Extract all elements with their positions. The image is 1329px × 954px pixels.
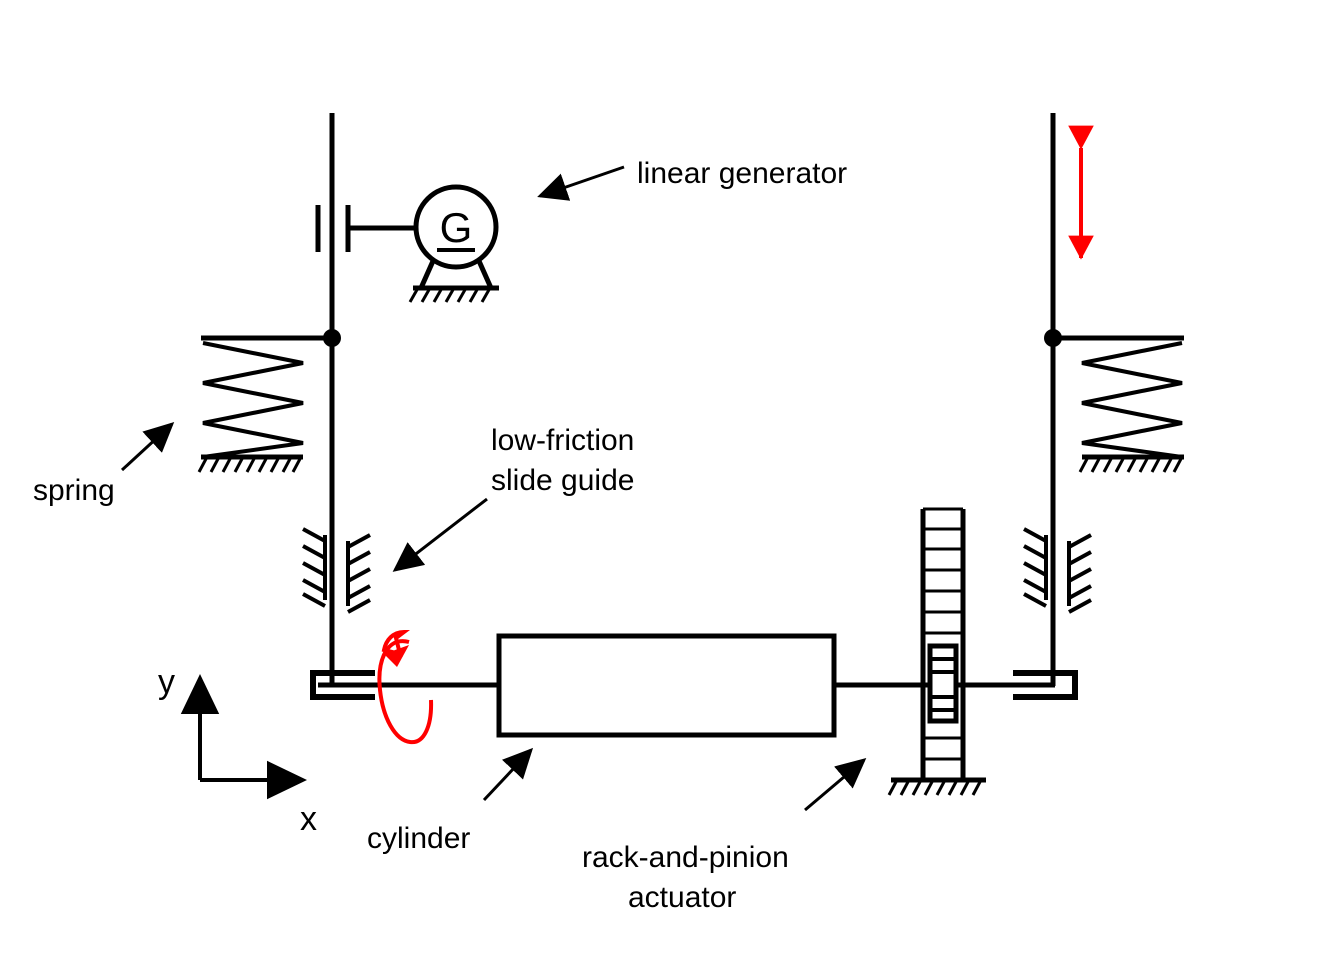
cylinder xyxy=(496,633,837,738)
generator-ground-hatching xyxy=(408,287,492,303)
generator-circle xyxy=(413,184,499,270)
bearing-right xyxy=(1013,670,1078,700)
slide-guide-right-hatching-right xyxy=(1067,533,1092,614)
slide-guide-left-hatching-right xyxy=(346,533,371,614)
cylinder-body xyxy=(496,633,837,738)
spring-left-assembly xyxy=(197,329,341,473)
spring-left-coil xyxy=(202,341,304,459)
slide-guide-right-hatching-left xyxy=(1023,527,1048,608)
leader-lines xyxy=(120,165,867,812)
label-slide-guide-line1: low-friction xyxy=(491,424,634,457)
slide-guide-right xyxy=(1023,527,1092,614)
rack-teeth xyxy=(923,507,963,761)
label-rack-line2: actuator xyxy=(628,881,736,914)
spring-right-assembly xyxy=(1044,329,1184,473)
label-cylinder: cylinder xyxy=(367,822,470,855)
coordinate-axes: y x xyxy=(158,663,317,838)
leader-slide-guide xyxy=(392,497,488,572)
spring-right-ground-hatching xyxy=(1078,456,1184,473)
slide-guide-left-hatching-left xyxy=(302,527,327,608)
label-slide-guide-line2: slide guide xyxy=(491,464,634,497)
y-axis-label: y xyxy=(158,663,175,701)
x-axis-label: x xyxy=(300,800,317,838)
generator-label-G: G xyxy=(440,204,473,251)
pinion-teeth xyxy=(930,657,956,712)
leader-spring xyxy=(120,421,175,472)
rack-and-pinion-actuator xyxy=(887,507,986,796)
leader-linear-generator xyxy=(537,165,625,201)
label-rack-line1: rack-and-pinion xyxy=(582,841,789,874)
bearing-left-bracket xyxy=(310,670,375,700)
label-linear-generator: linear generator xyxy=(637,157,847,190)
linear-generator-assembly: G xyxy=(315,184,499,303)
rack-ground-hatching xyxy=(887,779,983,796)
label-spring: spring xyxy=(33,474,115,507)
spring-right-coil xyxy=(1081,341,1183,459)
bearing-left xyxy=(310,670,375,700)
bearing-right-bracket xyxy=(1013,670,1078,700)
leader-rack-and-pinion xyxy=(804,758,867,812)
leader-cylinder xyxy=(482,747,534,802)
spring-left-ground-hatching xyxy=(197,456,303,473)
slide-guide-left xyxy=(302,527,371,614)
shaft-rotation-arrow xyxy=(377,629,434,745)
